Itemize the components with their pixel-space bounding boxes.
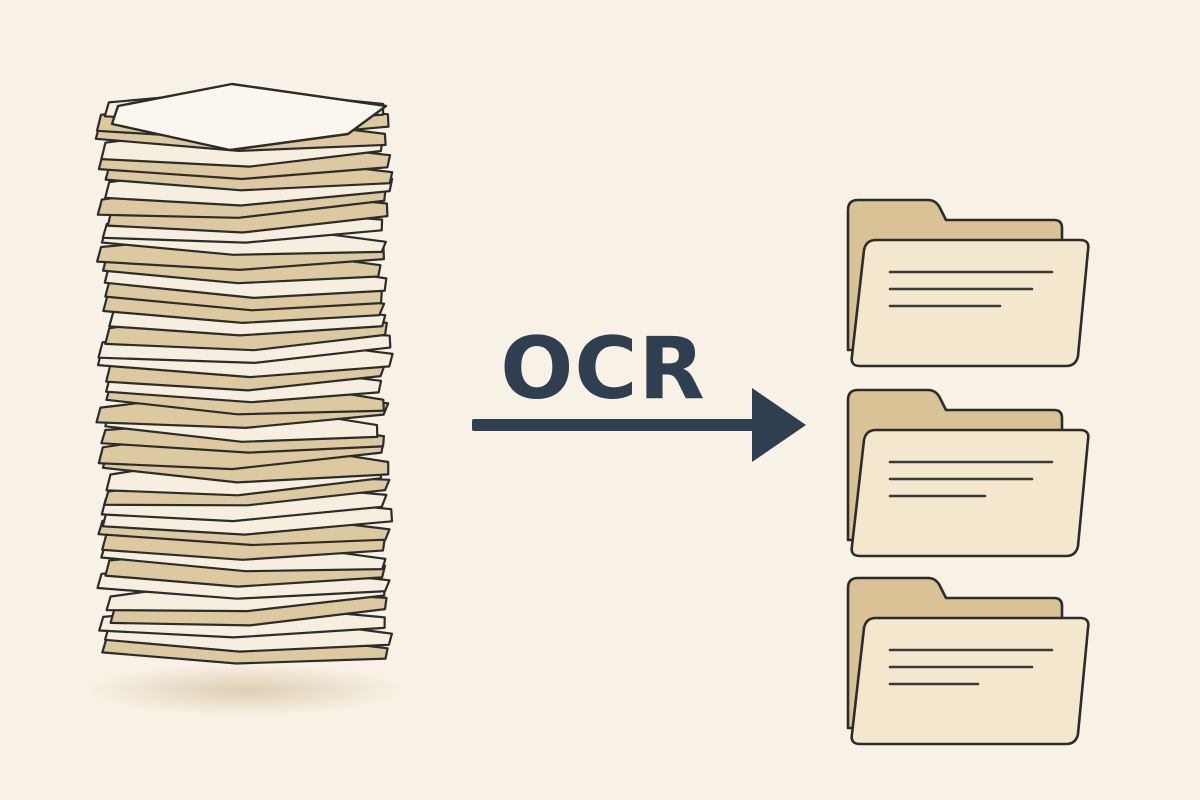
folder-icon xyxy=(846,388,1090,558)
paper-stack-icon xyxy=(85,82,405,716)
arrow-head xyxy=(752,388,806,462)
ocr-step: OCR xyxy=(472,319,806,462)
folder-front xyxy=(850,616,1090,746)
ocr-label: OCR xyxy=(500,319,705,419)
folder-front xyxy=(850,238,1090,368)
folder-icon xyxy=(846,576,1090,746)
paper-sheet-top xyxy=(110,82,388,152)
arrow-shaft xyxy=(472,419,762,431)
folder-icon xyxy=(846,198,1090,368)
folder-list xyxy=(846,198,1090,746)
arrow-right-icon xyxy=(472,388,806,462)
paper-sheets xyxy=(94,82,394,665)
folder-front xyxy=(850,428,1090,558)
stack-shadow xyxy=(85,664,405,716)
